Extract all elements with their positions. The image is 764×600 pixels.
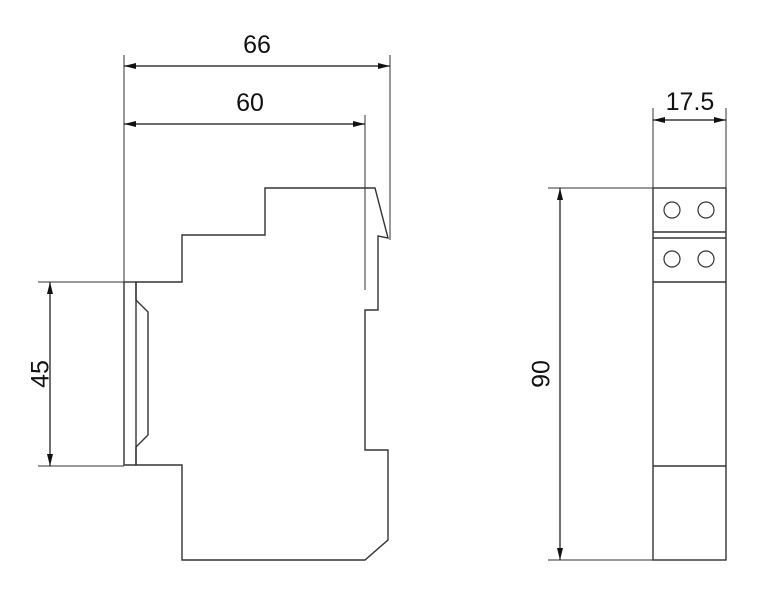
side-view: 66 60 45 <box>27 31 391 561</box>
terminal-hole-icon <box>663 250 681 268</box>
side-view-body-outline <box>135 187 389 561</box>
side-view-rail-clip <box>123 282 149 466</box>
dim-label-body-depth: 60 <box>236 89 264 117</box>
front-view-body-outline <box>652 187 727 561</box>
front-view: 17.5 90 <box>528 88 727 561</box>
terminal-hole-icon <box>697 250 715 268</box>
terminal-hole-icon <box>697 201 715 219</box>
dim-label-height: 90 <box>528 360 556 388</box>
terminal-hole-icon <box>663 201 681 219</box>
dim-label-width: 17.5 <box>666 88 715 116</box>
dim-label-rail-height: 45 <box>27 360 55 388</box>
dim-label-total-depth: 66 <box>243 31 271 59</box>
